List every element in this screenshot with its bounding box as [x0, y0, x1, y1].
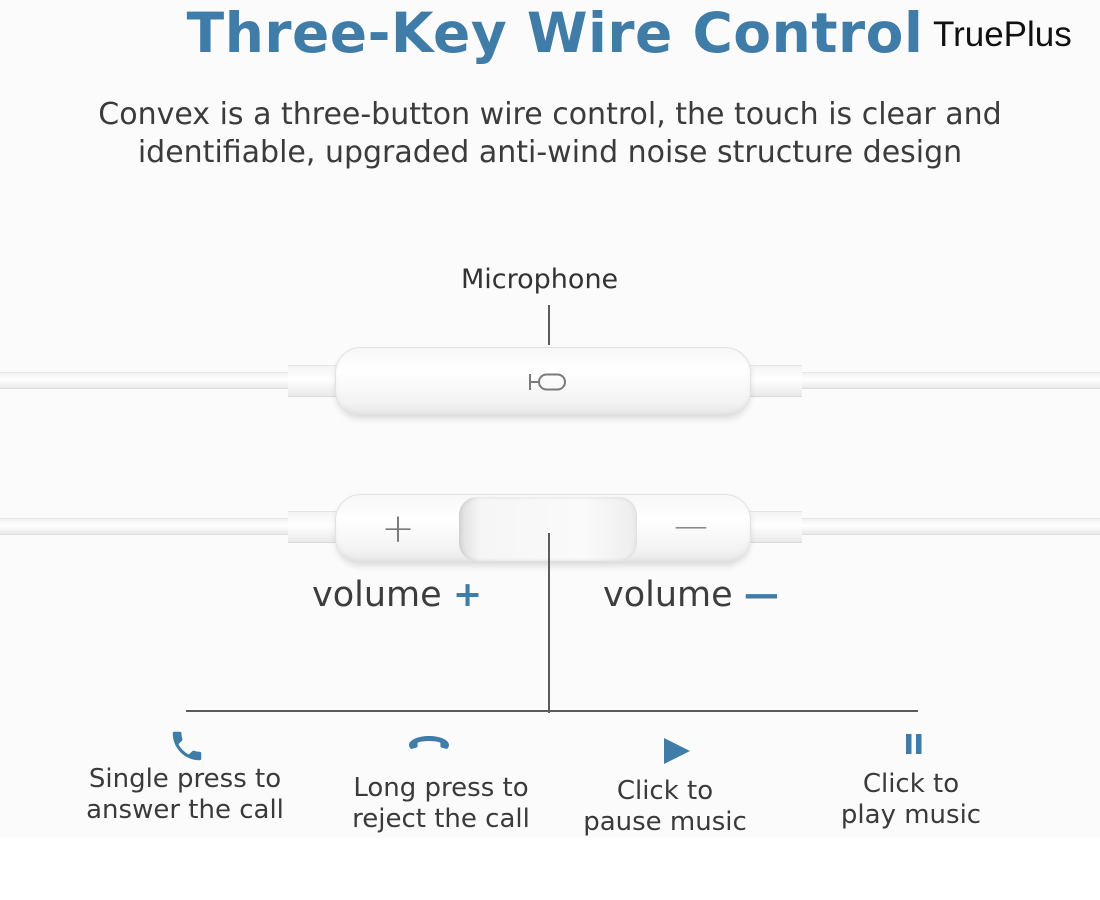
cable-top-left: [0, 372, 300, 389]
volume-down-label: volume —: [603, 575, 779, 615]
volume-up-button[interactable]: +: [381, 506, 415, 552]
function-pause-music: Click to pause music: [540, 776, 790, 838]
background-panel: [0, 0, 1100, 838]
cable-bottom-right: [800, 518, 1100, 535]
subtitle-line-2: identifiable, upgraded anti-wind noise s…: [137, 135, 963, 170]
microphone-icon: [529, 373, 566, 391]
subtitle-line-1: Convex is a three-button wire control, t…: [98, 97, 1002, 132]
volume-down-button[interactable]: —: [674, 506, 708, 546]
function-play-music-line-1: Click to: [862, 769, 960, 799]
volume-down-symbol: —: [743, 575, 779, 615]
cable-top-right: [800, 372, 1100, 389]
volume-up-symbol: +: [452, 575, 483, 615]
volume-up-text: volume: [312, 575, 442, 615]
brand-name: TruePlus: [933, 15, 1072, 54]
function-play-music: Click to play music: [786, 769, 1036, 831]
pause-icon: [906, 734, 922, 754]
microphone-module: [335, 347, 751, 417]
function-reject-call-line-2: reject the call: [352, 804, 530, 834]
volume-down-text: volume: [603, 575, 733, 615]
phone-answer-icon: [172, 731, 202, 761]
function-reject-call: Long press to reject the call: [316, 773, 566, 835]
function-bracket-line: [186, 710, 918, 712]
play-icon: [664, 738, 690, 764]
microphone-leader-line: [548, 305, 550, 345]
function-pause-music-line-1: Click to: [616, 776, 714, 806]
function-reject-call-line-1: Long press to: [353, 773, 529, 803]
subtitle: Convex is a three-button wire control, t…: [20, 96, 1080, 172]
page-title: Three-Key Wire Control: [186, 1, 924, 65]
microphone-label: Microphone: [461, 264, 619, 295]
function-play-music-line-2: play music: [840, 800, 982, 830]
function-answer-call-line-1: Single press to: [88, 764, 282, 794]
volume-up-label: volume +: [312, 575, 482, 615]
function-answer-call: Single press to answer the call: [60, 764, 310, 826]
phone-hangup-icon: [409, 736, 449, 749]
multifunction-leader-line: [548, 533, 550, 713]
function-answer-call-line-2: answer the call: [86, 795, 284, 825]
function-pause-music-line-2: pause music: [583, 807, 747, 837]
remote-control-module: + —: [335, 494, 751, 564]
cable-bottom-left: [0, 518, 300, 535]
